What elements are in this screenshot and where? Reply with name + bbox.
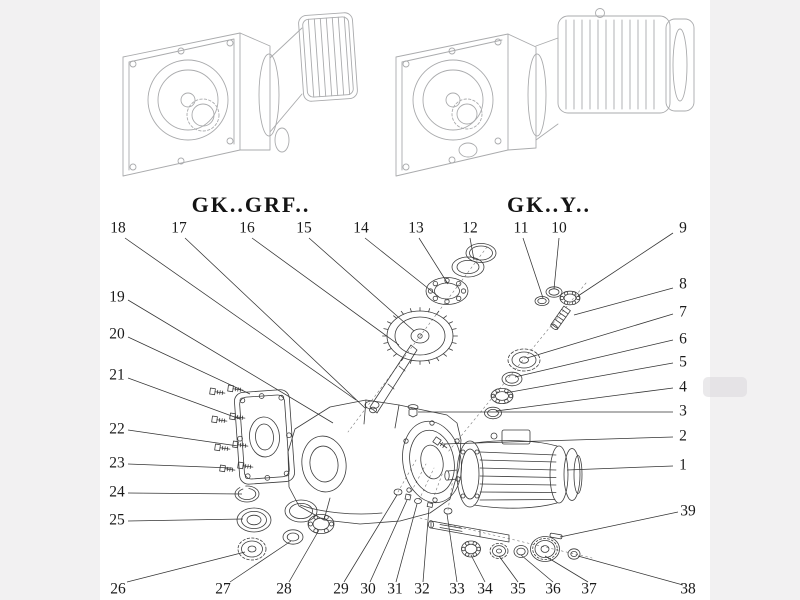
- housing-drawing: [287, 399, 462, 525]
- shaft-parts-drawing: [393, 488, 581, 562]
- callout-37: 37: [581, 580, 597, 598]
- callout-5: 5: [679, 353, 687, 371]
- callout-12: 12: [462, 219, 478, 237]
- callout-28: 28: [276, 580, 292, 598]
- callout-39: 39: [680, 502, 696, 520]
- callout-6: 6: [679, 330, 687, 348]
- motor-drawing: [444, 429, 583, 509]
- callout-10: 10: [551, 219, 567, 237]
- callout-23: 23: [109, 454, 125, 472]
- callout-25: 25: [109, 511, 125, 529]
- callout-18: 18: [110, 219, 126, 237]
- flange-screw-drawing: [432, 436, 448, 449]
- callout-14: 14: [353, 219, 369, 237]
- callout-7: 7: [679, 303, 687, 321]
- callout-4: 4: [679, 378, 687, 396]
- callout-11: 11: [513, 219, 529, 237]
- gearbox-y-illustration: [395, 8, 695, 177]
- callout-38: 38: [680, 580, 696, 598]
- callout-9: 9: [679, 219, 687, 237]
- callout-13: 13: [408, 219, 424, 237]
- callout-30: 30: [360, 580, 376, 598]
- callout-32: 32: [414, 580, 430, 598]
- callout-31: 31: [387, 580, 403, 598]
- model-label-gk-y: GK..Y..: [506, 192, 592, 217]
- watermark-smudge: [703, 377, 747, 397]
- cover-plate-drawing: [234, 389, 295, 485]
- output-shaft-drawing: [427, 520, 510, 543]
- callout-8: 8: [679, 275, 687, 293]
- assembly-axes: [347, 246, 593, 559]
- callout-35: 35: [510, 580, 526, 598]
- callout-2: 2: [679, 427, 687, 445]
- callout-22: 22: [109, 420, 125, 438]
- callout-29: 29: [333, 580, 349, 598]
- callout-36: 36: [545, 580, 561, 598]
- callout-15: 15: [296, 219, 312, 237]
- gearbox-grf-illustration: [122, 12, 358, 177]
- callout-20: 20: [109, 325, 125, 343]
- upper-bearing-drawing: [425, 277, 469, 305]
- cover-screws-drawing: [209, 384, 254, 473]
- pinion-stack-drawing: [484, 286, 581, 420]
- seals-gears-drawing: [234, 485, 335, 561]
- upper-rings-drawing: [451, 243, 497, 278]
- callout-21: 21: [109, 366, 125, 384]
- callout-19: 19: [109, 288, 125, 306]
- callout-26: 26: [110, 580, 126, 598]
- callout-24: 24: [109, 483, 125, 501]
- callout-33: 33: [449, 580, 465, 598]
- input-shaft-drawing: [369, 344, 418, 414]
- callout-17: 17: [171, 219, 187, 237]
- callout-27: 27: [215, 580, 231, 598]
- paper-background: [100, 0, 710, 600]
- callout-1: 1: [679, 456, 687, 474]
- exploded-view-art: [209, 243, 593, 562]
- callout-34: 34: [477, 580, 493, 598]
- callout-3: 3: [679, 402, 687, 420]
- model-label-gk-grf: GK..GRF..: [191, 192, 311, 217]
- leader-lines: [124, 232, 684, 586]
- callout-16: 16: [239, 219, 255, 237]
